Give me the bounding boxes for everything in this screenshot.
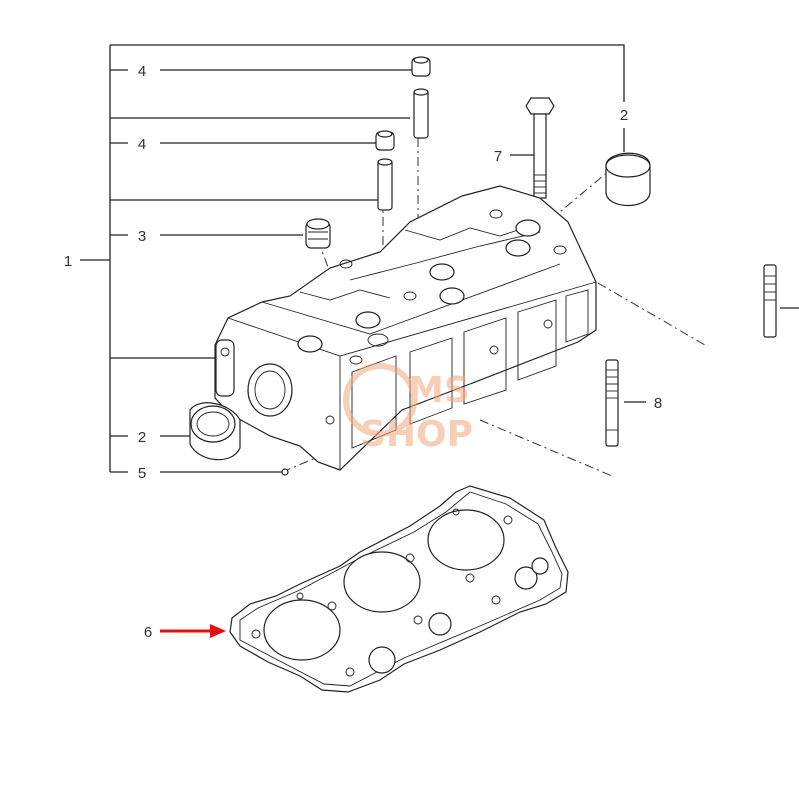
red-arrow	[160, 624, 226, 638]
leader-lines	[80, 44, 799, 473]
cylinder-head	[214, 185, 597, 471]
label-part-4-second: 4	[138, 136, 146, 153]
label-part-2-bottom: 2	[138, 429, 146, 446]
valve-stem-seal-lower	[375, 130, 395, 151]
dowel-pin	[281, 468, 289, 476]
watermark-text-line1: MS	[408, 370, 470, 411]
head-bolt	[525, 97, 555, 199]
watermark: MS SHOP	[343, 363, 473, 455]
stud-edge	[763, 264, 777, 338]
stud	[605, 359, 619, 447]
label-part-8: 8	[654, 395, 662, 412]
callout-labels: 4 4 3 1 2 5 2 7 8 6	[64, 63, 662, 641]
label-part-1: 1	[64, 253, 72, 270]
head-gasket	[229, 485, 569, 693]
core-plug-top	[605, 152, 651, 206]
watermark-text-line2: SHOP	[360, 414, 473, 455]
core-plug-bottom	[189, 402, 241, 461]
label-part-5: 5	[138, 465, 146, 482]
valve-stem-seal-upper	[411, 56, 431, 77]
plug-insert	[305, 218, 331, 249]
label-part-4-top: 4	[138, 63, 146, 80]
label-part-7: 7	[494, 148, 502, 165]
label-part-3: 3	[138, 228, 146, 245]
label-part-6: 6	[144, 624, 152, 641]
valve-guide-lower	[377, 158, 393, 211]
valve-guide-upper	[413, 88, 429, 139]
label-part-2-top: 2	[620, 107, 628, 124]
